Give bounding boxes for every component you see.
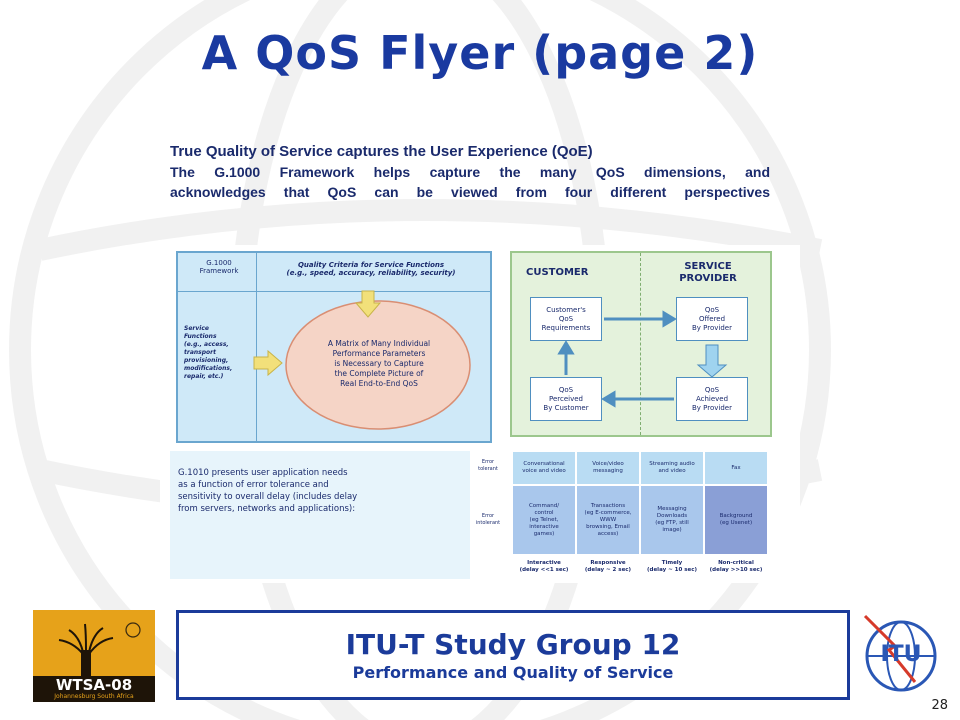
footer-subtitle: Performance and Quality of Service [352,663,674,682]
wtsa-08-logo: WTSA-08 Johannesburg South Africa [33,610,155,702]
intro-line-3: acknowledges that QoS can be viewed from… [170,184,770,200]
footer-title: ITU-T Study Group 12 [345,628,681,661]
col-label-responsive: Responsive (delay ~ 2 sec) [576,557,640,577]
itu-globe-icon [863,614,937,692]
g1010-description-panel: G.1010 presents user application needs a… [170,451,470,579]
footer-banner: ITU-T Study Group 12 Performance and Qua… [176,610,850,700]
intro-line-2: The G.1000 Framework helps capture the m… [170,164,770,180]
g1010-application-table: Error tolerant Error intolerant Conversa… [476,451,772,579]
flyer-image: G.1000 Framework Quality Criteria for Se… [160,245,800,583]
g1000-framework-panel: G.1000 Framework Quality Criteria for Se… [176,251,492,443]
qos-perspectives-panel: CUSTOMER SERVICE PROVIDER Customer's QoS… [510,251,772,437]
intro-text: True Quality of Service captures the Use… [170,142,770,202]
quality-criteria-label: Quality Criteria for Service Functions (… [286,261,456,277]
cell-command-control: Command/ control (eg Telnet, interactive… [512,485,576,555]
cell-background: Background (eg Usenet) [704,485,768,555]
cell-transactions: Transactions (eg E-commerce, WWW browsin… [576,485,640,555]
intro-line-1: True Quality of Service captures the Use… [170,143,593,160]
wtsa-location: Johannesburg South Africa [54,693,134,700]
service-provider-header: SERVICE PROVIDER [679,261,737,284]
perspective-arrows [557,310,728,408]
g1000-framework-label: G.1000 Framework [199,259,239,275]
panel-divider-vertical [256,253,257,441]
row-label-error-tolerant: Error tolerant [478,459,498,472]
panel-divider-horizontal [178,291,490,292]
page-number: 28 [931,698,948,713]
box-qos-achieved: QoS Achieved By Provider [676,377,748,421]
baobab-tree-icon [33,610,155,702]
page-title: A QoS Flyer (page 2) [201,26,759,80]
wtsa-logo-text: WTSA-08 [55,676,133,694]
itu-logo: ITU [855,606,943,698]
cell-voice-messaging: Voice/video messaging [576,451,640,485]
matrix-diagram [253,290,471,430]
box-qos-perceived: QoS Perceived By Customer [530,377,602,421]
cell-fax: Fax [704,451,768,485]
row-label-error-intolerant: Error intolerant [475,513,501,526]
itu-logo-text: ITU [880,642,922,667]
service-functions-label: Service Functions (e.g., access, transpo… [184,325,233,380]
box-qos-offered: QoS Offered By Provider [676,297,748,341]
cell-messaging-downloads: Messaging Downloads (eg FTP, still image… [640,485,704,555]
matrix-label: A Matrix of Many Individual Performance … [327,339,431,388]
cell-conversational: Conversational voice and video [512,451,576,485]
col-label-interactive: Interactive (delay <<1 sec) [512,557,576,577]
cell-streaming: Streaming audio and video [640,451,704,485]
customer-header: CUSTOMER [526,267,589,278]
perspective-divider [640,253,641,435]
g1010-description: G.1010 presents user application needs a… [178,468,358,514]
box-customer-requirements: Customer's QoS Requirements [530,297,602,341]
col-label-timely: Timely (delay ~ 10 sec) [640,557,704,577]
col-label-non-critical: Non-critical (delay >>10 sec) [704,557,768,577]
